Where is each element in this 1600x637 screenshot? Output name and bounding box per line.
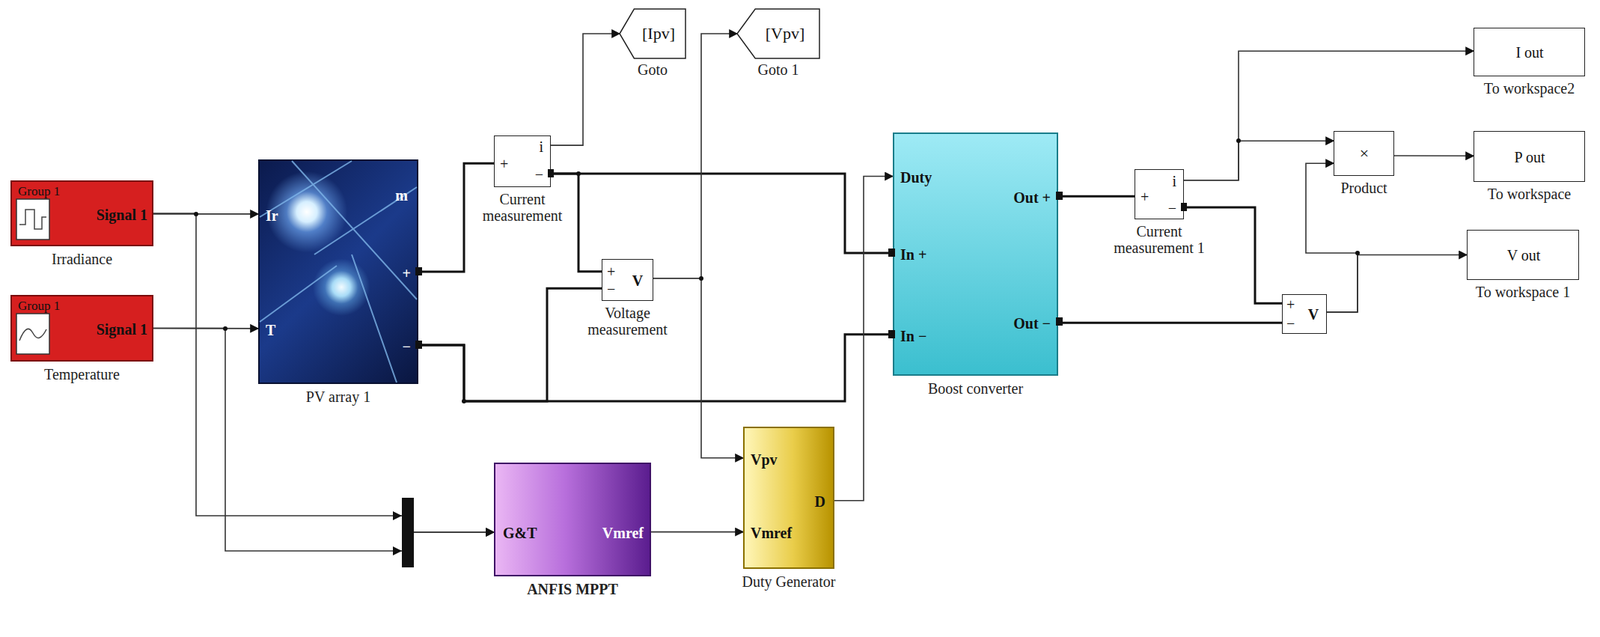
port-label: Vpv xyxy=(750,451,778,468)
port-label: Out − xyxy=(1013,315,1051,332)
block-caption: To workspace xyxy=(1487,185,1571,203)
current-measurement-block: +i−Current measurement xyxy=(493,135,551,188)
voltage-measurement-block: +−VVoltage measurement xyxy=(601,258,654,301)
port-label: Signal 1 xyxy=(96,321,148,338)
block-caption: Goto 1 xyxy=(758,61,800,78)
port-label: Out + xyxy=(1013,189,1051,206)
mux-bar xyxy=(392,497,414,568)
signal-line xyxy=(1394,154,1474,157)
port-label: G&T xyxy=(502,524,538,542)
port-label: In + xyxy=(900,246,927,263)
to-workspace-block: V outTo workspace 1 xyxy=(1466,229,1580,280)
block-label: V xyxy=(1308,306,1319,323)
port-label: − xyxy=(1286,315,1295,332)
anfis-mppt-block: G&TVmrefANFIS MPPT xyxy=(493,462,652,577)
block-caption: To workspace 1 xyxy=(1475,283,1571,301)
junction-dots xyxy=(193,138,1360,404)
port-label: + xyxy=(606,263,616,280)
block-caption: Duty Generator xyxy=(736,573,842,590)
port-label: Vmref xyxy=(750,524,792,542)
signal-line xyxy=(834,176,893,501)
port-label: D xyxy=(814,493,826,510)
port-label: Ir xyxy=(265,207,279,224)
to-workspace-block: I outTo workspace2 xyxy=(1473,27,1586,77)
block-label: V xyxy=(632,272,643,289)
port-label: + xyxy=(499,155,509,173)
signal-line xyxy=(550,33,620,146)
signal-line xyxy=(651,530,744,533)
goto-tag-block: [Vpv]Goto 1 xyxy=(737,8,820,59)
block-caption: Product xyxy=(1340,179,1387,197)
block-caption: Boost converter xyxy=(923,380,1029,397)
block-caption: Voltage measurement xyxy=(571,304,685,338)
pv-array-block: IrTm+−PV array 1 xyxy=(258,159,419,384)
signal-line xyxy=(1183,140,1334,181)
pv-cell-lines xyxy=(259,160,417,383)
block-label: [Ipv] xyxy=(642,24,676,43)
block-caption: Current measurement 1 xyxy=(1099,223,1220,256)
power-wire xyxy=(1058,321,1282,325)
power-wire xyxy=(418,334,893,402)
voltage-measurement-block: + −V xyxy=(1281,294,1327,334)
block-label: [Vpv] xyxy=(765,24,806,43)
block-label: I out xyxy=(1515,44,1544,61)
block-label: P out xyxy=(1514,148,1546,166)
port-label: i xyxy=(538,138,544,155)
port-label: + xyxy=(1140,188,1149,206)
port-label: − xyxy=(1168,199,1177,217)
product-block: ×Product xyxy=(1333,130,1395,176)
port-label: i xyxy=(1171,172,1177,190)
block-caption: ANFIS MPPT xyxy=(526,580,619,598)
signal-line xyxy=(653,278,744,458)
signal-line xyxy=(1326,255,1467,313)
port-label: T xyxy=(265,321,276,339)
block-caption: Goto xyxy=(637,61,668,78)
port-label: Group 1 xyxy=(17,299,60,314)
port-label: Group 1 xyxy=(17,184,60,200)
signal-line xyxy=(1183,50,1474,181)
power-wire xyxy=(550,173,893,253)
port-label: Vmref xyxy=(602,524,644,542)
duty-generator-block: VpvVmrefDDuty Generator xyxy=(743,426,835,569)
block-caption: Irradiance xyxy=(51,250,113,268)
block-label: × xyxy=(1359,144,1369,163)
goto-tag-block: [Ipv]Goto xyxy=(619,8,686,59)
current-measurement-block: +i−Current measurement 1 xyxy=(1134,169,1184,220)
block-caption: Temperature xyxy=(44,365,120,383)
port-label: Duty xyxy=(900,169,932,186)
block-label: V out xyxy=(1507,246,1541,264)
port-label: Signal 1 xyxy=(96,206,148,224)
block-caption: Current measurement xyxy=(466,190,579,224)
port-label: + xyxy=(402,264,411,282)
port-label: m xyxy=(395,187,408,204)
port-label: − xyxy=(402,338,411,355)
port-label: − xyxy=(606,280,616,298)
power-wire xyxy=(1058,194,1135,198)
port-squares xyxy=(415,169,1187,349)
port-label: − xyxy=(535,166,544,183)
block-caption: To workspace2 xyxy=(1484,80,1575,97)
port-label: In − xyxy=(900,327,927,345)
boost-converter-block: DutyIn +In −Out +Out −Boost converter xyxy=(892,132,1059,376)
to-workspace-block: P outTo workspace xyxy=(1473,130,1586,182)
port-label: + xyxy=(1286,296,1295,313)
signal-graph-icon xyxy=(16,199,50,354)
power-wire xyxy=(418,288,602,402)
block-caption: PV array 1 xyxy=(306,388,371,405)
